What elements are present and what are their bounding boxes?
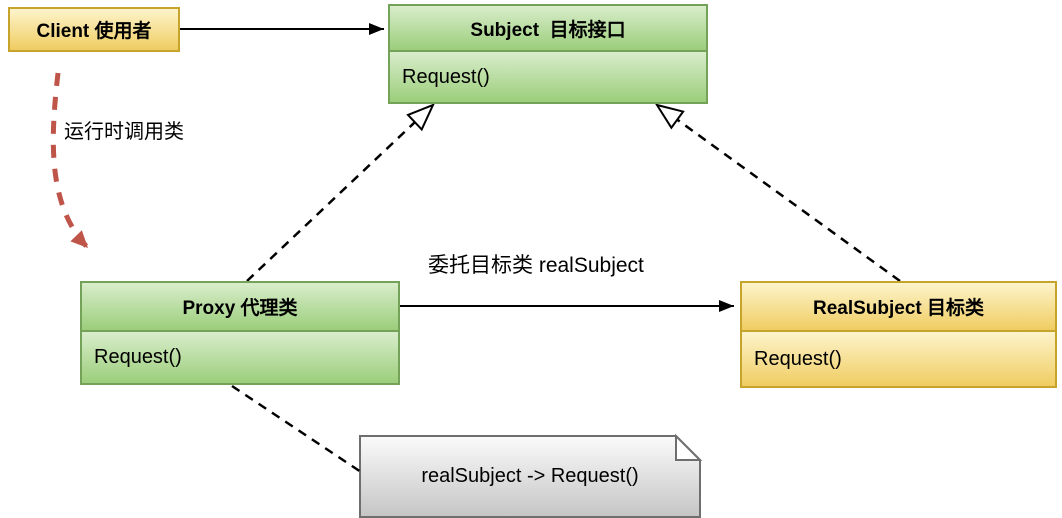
runtime-call-label: 运行时调用类 bbox=[64, 121, 184, 143]
realsubject-class-title: RealSubject 目标类 bbox=[742, 283, 1055, 332]
subject-class-title: Subject 目标接口 bbox=[390, 6, 706, 52]
note-box bbox=[359, 433, 703, 518]
realization-arrow-realsubject-subject bbox=[654, 103, 901, 283]
proxy-method-request: Request() bbox=[82, 332, 398, 383]
delegation-label: 委托目标类 realSubject bbox=[428, 254, 644, 277]
note-fold-icon bbox=[675, 433, 703, 461]
realsubject-class-box: RealSubject 目标类 Request() bbox=[740, 281, 1057, 388]
realsubject-method-request: Request() bbox=[742, 332, 1055, 386]
proxy-class-box: Proxy 代理类 Request() bbox=[80, 281, 400, 385]
client-class-title: Client 使用者 bbox=[10, 9, 178, 50]
realization-arrow-proxy-subject bbox=[246, 103, 435, 282]
client-class-box: Client 使用者 bbox=[8, 7, 180, 52]
proxy-class-title: Proxy 代理类 bbox=[82, 283, 398, 332]
subject-method-request: Request() bbox=[390, 52, 706, 102]
subject-class-box: Subject 目标接口 Request() bbox=[388, 4, 708, 104]
note-text: realSubject -> Request() bbox=[421, 465, 639, 487]
note-connector-line bbox=[231, 384, 362, 474]
runtime-call-arrow bbox=[50, 72, 90, 250]
